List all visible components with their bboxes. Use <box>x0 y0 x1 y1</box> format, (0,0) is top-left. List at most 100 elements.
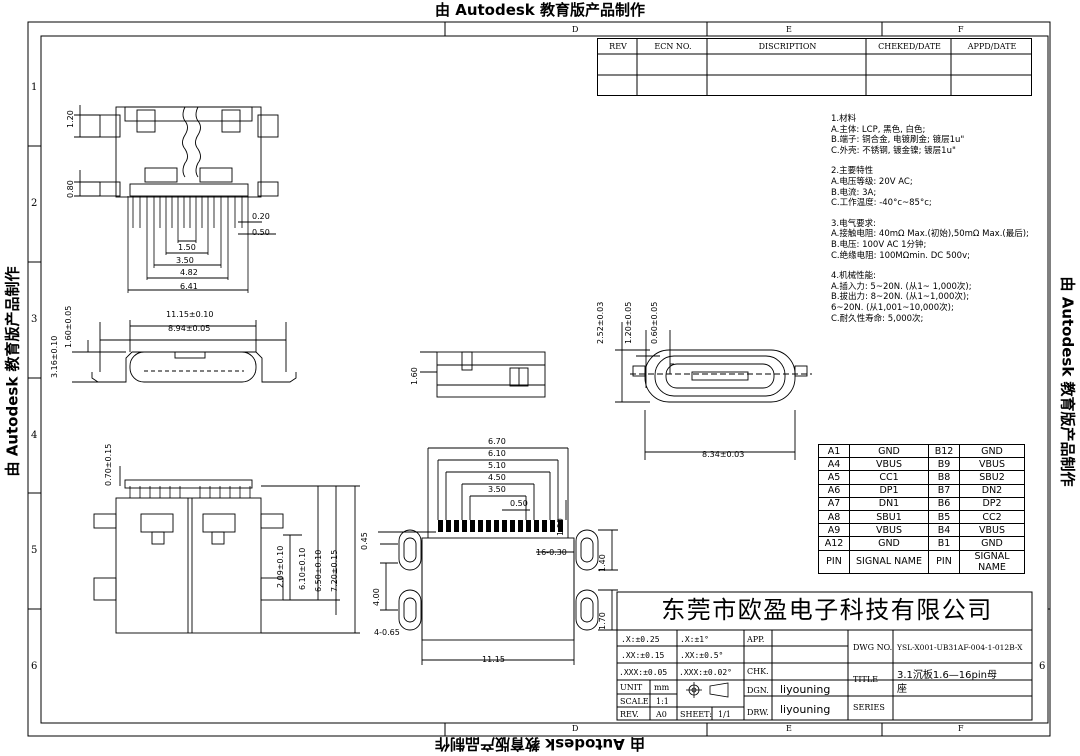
signal-cell: VBUS <box>849 457 929 472</box>
drafter-name: liyouning <box>780 703 831 716</box>
end-view-drawing <box>615 322 812 460</box>
signal-cell: GND <box>959 536 1025 551</box>
tolerance-xx: .XX:±0.15 <box>621 651 665 660</box>
note-line: A.主体: LCP, 黑色, 白色; <box>831 124 926 135</box>
dimension-label: 16-0.30 <box>536 548 567 557</box>
revision-table-grid <box>597 38 1032 96</box>
side-view-drawing <box>420 351 546 398</box>
signal-cell: SIGNAL NAME <box>959 549 1025 574</box>
signal-cell: CC2 <box>959 509 1025 525</box>
designer-name: liyouning <box>780 683 831 696</box>
rev-label: REV. <box>620 710 639 719</box>
pin-cell: B4 <box>928 523 960 538</box>
pin-cell: A12 <box>818 536 850 551</box>
dimension-label: 6.10±0.10 <box>298 547 307 590</box>
signal-cell: GND <box>849 443 929 459</box>
pin-cell: B12 <box>928 443 960 459</box>
dimension-label: 6.50±0.10 <box>314 549 323 592</box>
signal-cell: DP1 <box>849 483 929 498</box>
signal-cell: SBU1 <box>849 509 929 525</box>
zone-row-6: 6 <box>31 661 38 672</box>
front-view-drawing <box>72 320 297 383</box>
note-line: B.拔出力: 8~20N. (从1~1,000次); <box>831 292 970 303</box>
watermark-top: 由 Autodesk 教育版产品制作 <box>434 1 646 19</box>
dimension-label: 1.40 <box>598 554 607 572</box>
dimension-label: 8.94±0.05 <box>168 324 211 333</box>
dimension-label: 5.10 <box>488 461 506 470</box>
tolerance-x: .X:±0.25 <box>621 635 660 644</box>
dimension-label: 1.20 <box>66 110 75 128</box>
dimension-label: 6.10 <box>488 449 506 458</box>
scale-label: SCALE <box>620 697 649 706</box>
rev-value: A0 <box>656 710 667 719</box>
dimension-label: 0.20 <box>252 212 270 221</box>
pin-cell: PIN <box>928 549 960 574</box>
signal-cell: SBU2 <box>959 470 1025 485</box>
sheet-value: 1/1 <box>718 710 731 719</box>
dimension-label: 2.09±0.10 <box>276 545 285 588</box>
dwg-no-label: DWG NO. <box>853 643 893 652</box>
pin-cell: A6 <box>818 483 850 498</box>
title-value-line-1: 3.1沉板1.6—16pin母 <box>897 670 997 681</box>
description-header: DISCRIPTION <box>758 42 817 51</box>
dimension-label: 3.16±0.10 <box>50 335 59 378</box>
top-view-drawing <box>74 105 279 293</box>
technical-notes: 1.材料 A.主体: LCP, 黑色, 白色; B.端子: 铜合金, 电镀刷金;… <box>831 114 1031 324</box>
zone-letter-f-top: F <box>958 25 964 34</box>
note-title: 4.机械性能: <box>831 271 876 282</box>
dimension-label: 4.82 <box>180 268 198 277</box>
zone-letter-f-bottom: F <box>958 724 964 733</box>
dimension-label: 0.80 <box>66 180 75 198</box>
dimension-label: 1.60 <box>410 367 419 385</box>
dimension-label: 1.50 <box>178 243 196 252</box>
pin-cell: A8 <box>818 509 850 525</box>
unit-label: UNIT <box>620 683 643 692</box>
dimension-label: 0.60±0.05 <box>650 301 659 344</box>
note-line: B.电流: 3A; <box>831 187 877 198</box>
title-block-grid <box>616 591 1033 721</box>
zone-row-2: 2 <box>31 198 38 209</box>
projection-symbol <box>686 682 729 698</box>
signal-cell: VBUS <box>959 523 1025 538</box>
revision-table: REV ECN NO. DISCRIPTION CHEKED/DATE APPD… <box>597 38 1032 96</box>
app-label: APP. <box>747 635 765 644</box>
dimension-label: 8.34±0.03 <box>702 450 745 459</box>
dimension-label: 0.50 <box>510 499 528 508</box>
dimension-label: 2.52±0.03 <box>596 301 605 344</box>
signal-cell: GND <box>959 443 1025 459</box>
series-label: SERIES <box>853 703 885 712</box>
dimension-label: 3.50 <box>176 256 194 265</box>
company-name: 东莞市欧盈电子科技有限公司 <box>661 596 993 624</box>
zone-row-6-right: 6 <box>1039 661 1046 672</box>
pin-cell: PIN <box>818 549 850 574</box>
sheet-label: SHEET: <box>680 710 712 719</box>
pin-cell: A1 <box>818 443 850 459</box>
drw-label: DRW. <box>747 708 769 717</box>
note-line: 6~20N. (从1,001~10,000次); <box>831 302 954 313</box>
dimension-label: 6.70 <box>488 437 506 446</box>
pin-cell: B8 <box>928 470 960 485</box>
dwg-no-value: YSL-X001-UB31AF-004-1-012B-X <box>897 643 1023 652</box>
pin-cell: B1 <box>928 536 960 551</box>
dimension-label: 1.70 <box>598 612 607 630</box>
pin-cell: A7 <box>818 496 850 511</box>
dimension-label: 1.20±0.05 <box>624 301 633 344</box>
note-line: A.插入力: 5~20N. (从1~ 1,000次); <box>831 281 972 292</box>
inner-frame <box>40 35 1049 724</box>
pin-cell: A9 <box>818 523 850 538</box>
approved-date-header: APPD/DATE <box>967 42 1017 51</box>
pin-cell: A4 <box>818 457 850 472</box>
dimension-label: 4-0.65 <box>374 628 400 637</box>
dimension-label: 11.15 <box>482 655 505 664</box>
zone-letter-d-top: D <box>572 25 579 34</box>
tolerance-xxx: .XXX:±0.05 <box>619 668 668 677</box>
